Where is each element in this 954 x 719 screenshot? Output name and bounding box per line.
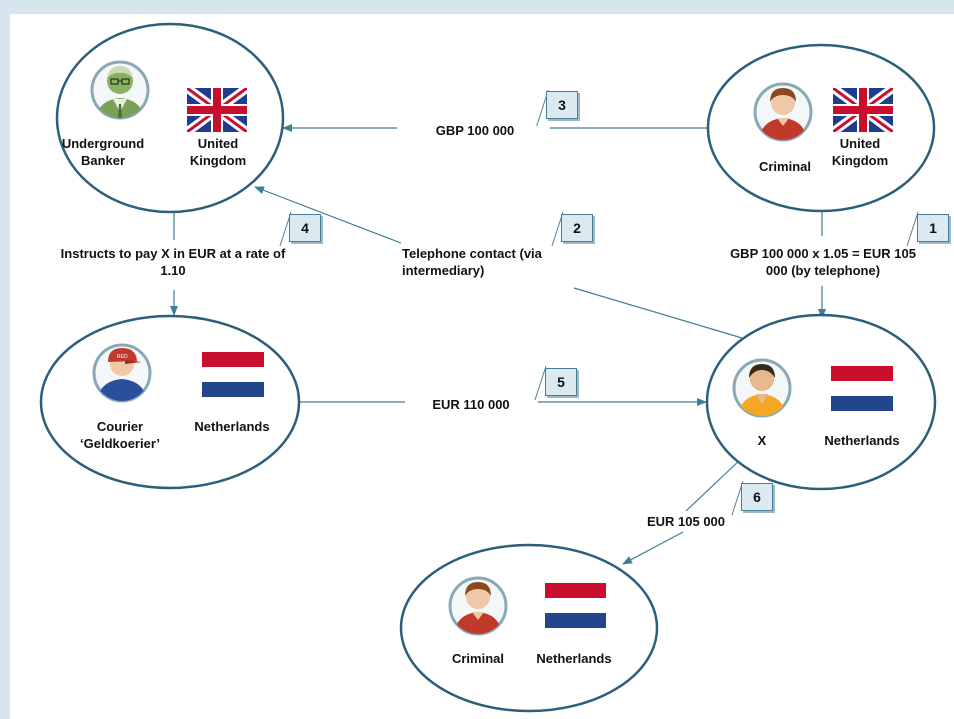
criminal-uk-country-label: United Kingdom [831,136,889,168]
criminal-avatar-icon [448,576,508,636]
step-badge-1: 1 [917,214,949,242]
netherlands-flag-icon [831,366,893,411]
edge-2-line-b [573,287,743,339]
x-country-label: Netherlands [824,433,900,448]
step-badge-4: 4 [289,214,321,242]
uk-flag-icon [187,88,247,132]
node-criminal-uk [706,43,936,213]
step-badge-6: 6 [741,483,773,511]
edge-6-line-b [622,531,684,565]
criminal-uk-name-label: Criminal [758,159,811,174]
step-badge-3: 3 [546,91,578,119]
courier-name-label: Courier ‘Geldkoerier’ [80,419,160,451]
netherlands-flag-icon [545,583,606,628]
step-badge-5: 5 [545,368,577,396]
node-criminal-nl [399,543,659,713]
edge-6-line-a [685,457,743,512]
banker-country-label: United Kingdom [189,136,247,168]
node-courier [39,314,301,490]
x-name-label: X [757,433,767,448]
courier-country-label: Netherlands [194,419,270,434]
edge-6-label: EUR 105 000 [646,514,726,529]
criminal-nl-country-label: Netherlands [536,651,612,666]
netherlands-flag-icon [202,352,264,397]
svg-text:RED: RED [117,354,128,360]
criminal-nl-name-label: Criminal [451,651,504,666]
edge-5-label: EUR 110 000 [432,397,510,412]
node-banker [55,22,285,214]
edge-1-label: GBP 100 000 x 1.05 = EUR 105 000 (by tel… [730,246,916,278]
banker-name-label: Underground Banker [61,136,145,168]
edge-4-label: Instructs to pay X in EUR at a rate of 1… [60,246,286,278]
node-x [705,313,937,491]
edge-3-label: GBP 100 000 [435,123,515,138]
uk-flag-icon [833,88,893,132]
step-badge-2: 2 [561,214,593,242]
banker-avatar-icon [90,60,150,120]
edge-2-line-a [254,186,402,244]
edge-2-label: Telephone contact (via intermediary) [402,246,542,278]
